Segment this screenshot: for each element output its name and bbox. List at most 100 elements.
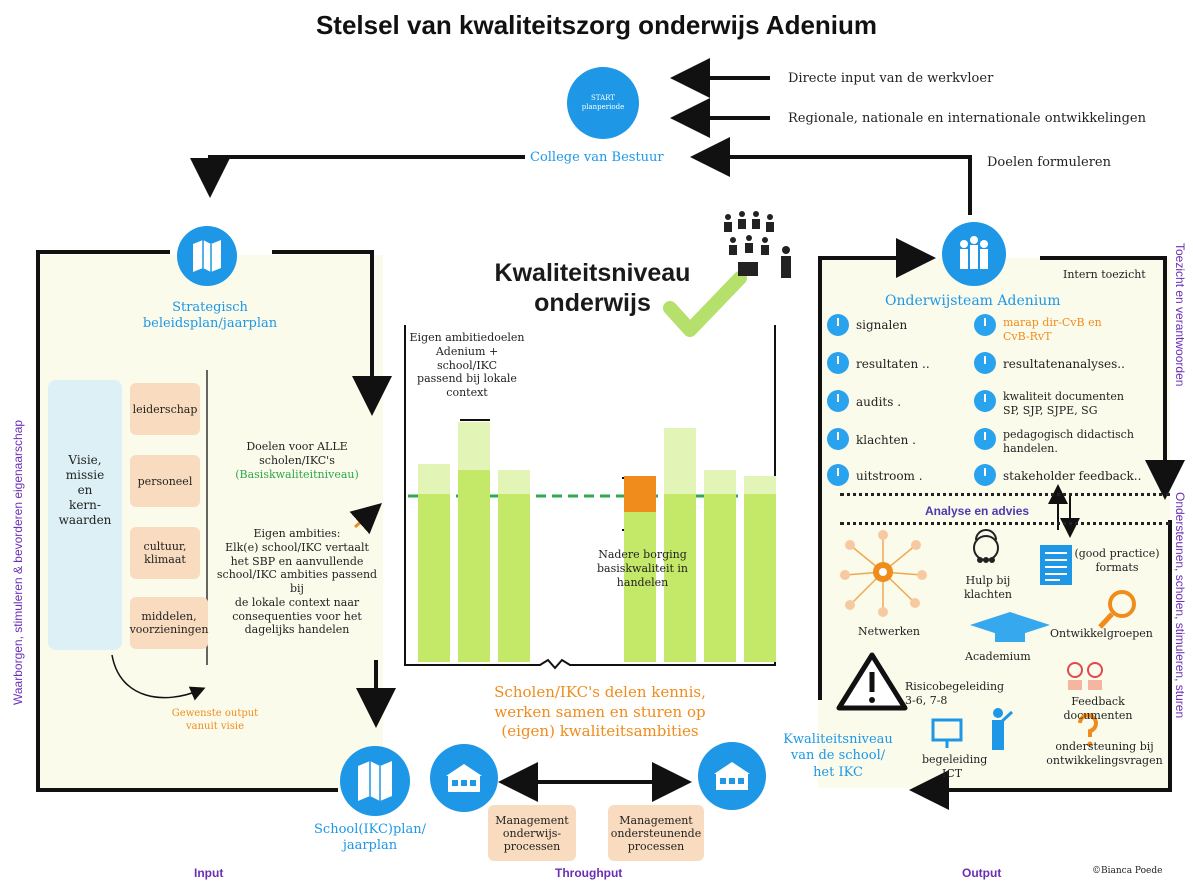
ict-line: begeleiding	[922, 753, 988, 766]
management-onderwijsprocessen: Management onderwijs- processen	[488, 805, 576, 861]
netwerken-label: Netwerken	[858, 625, 920, 638]
school-building-icon	[430, 744, 498, 812]
feedback-line: documenten	[1063, 708, 1133, 722]
management2-line: Management	[619, 813, 693, 827]
diagram-title: Stelsel van kwaliteitszorg onderwijs Ade…	[315, 10, 878, 40]
management2-line: processen	[627, 839, 685, 853]
delen-kennis: Scholen/IKC's delen kennis, werken samen…	[430, 683, 770, 742]
bar-extra	[418, 464, 450, 494]
signal-icon	[974, 390, 996, 412]
bar-ambition-marker	[624, 476, 656, 512]
pillar-personeel: personeel	[130, 455, 200, 507]
visie-box	[48, 380, 122, 650]
pillar-cultuur: cultuur, klimaat	[130, 527, 200, 579]
signal-item: signalen	[856, 318, 908, 332]
delen-kennis-line: werken samen en sturen op	[494, 702, 706, 721]
visie-line5: waarden	[58, 513, 112, 527]
eigen-ambities-line: de lokale context naar	[234, 595, 360, 609]
delen-kennis-line: Scholen/IKC's delen kennis,	[494, 683, 706, 701]
formats-label: (good practice) formats	[1072, 547, 1162, 575]
strategisch-label: Strategisch beleidsplan/jaarplan	[125, 300, 295, 333]
nadere-borging: Nadere borging basiskwaliteit in handele…	[580, 548, 705, 589]
bar-extra	[704, 470, 736, 494]
school-plan-label: School(IKC)plan/ jaarplan	[300, 822, 440, 855]
kwaliteitsniveau-school-line: het IKC	[813, 764, 863, 780]
risico-line: Risicobegeleiding	[905, 680, 1005, 693]
school-plan-line1: School(IKC)plan/	[314, 822, 426, 837]
ondersteuning-line: ontwikkelingsvragen	[1046, 753, 1163, 767]
bar-extra	[744, 476, 776, 494]
chart-note-line: Adenium +	[435, 344, 499, 358]
signal-icon	[974, 464, 996, 486]
doelen-alle-line3: (Basiskwaliteitniveau)	[235, 467, 359, 481]
signal-item: pedagogisch didactisch handelen.	[1003, 428, 1134, 455]
doelen-formuleren: Doelen formuleren	[987, 155, 1111, 170]
bar	[664, 494, 696, 662]
signal-icon	[974, 314, 996, 336]
eigen-ambities-line: Elk(e) school/IKC vertaalt	[225, 540, 369, 554]
input-werkvloer: Directe input van de werkvloer	[788, 71, 994, 86]
eigen-ambities-line: dagelijks handelen	[244, 623, 350, 637]
signal-icon	[974, 428, 996, 450]
visie-line1: Visie,	[68, 453, 102, 467]
signal-icon	[827, 390, 849, 412]
eigen-ambities-line: school/IKC ambities passend	[216, 568, 378, 582]
feedback-label: Feedback documenten	[1058, 695, 1138, 723]
visie-line2: missie	[65, 468, 105, 482]
strategisch-line1: Strategisch	[172, 300, 248, 315]
label-output: Output	[962, 866, 1002, 880]
visie-line3: en	[77, 483, 93, 497]
eigen-ambities-line: het SBP en aanvullende	[230, 554, 364, 568]
kwaliteitsniveau-school-line: van de school/	[790, 748, 886, 764]
chart-note-line: context	[446, 386, 488, 399]
eigen-ambities-line: consequenties voor het	[232, 609, 362, 623]
visie-text: Visie, missie en kern- waarden	[48, 453, 122, 528]
ondersteuning-label: ondersteuning bij ontwikkelingsvragen	[1042, 740, 1167, 768]
management1-line: processen	[503, 839, 561, 853]
credit: ©Bianca Poede	[1092, 866, 1163, 876]
start-sublabel: planperiode	[581, 103, 625, 111]
bar-extra	[664, 428, 696, 494]
eigen-ambities-title: Eigen ambities:	[253, 527, 341, 540]
school-plan-line2: jaarplan	[342, 838, 398, 854]
signal-icon	[827, 464, 849, 486]
dotted-separator-bottom	[840, 522, 1170, 525]
bar	[418, 494, 450, 662]
risico-line: 3-6, 7-8	[905, 693, 948, 707]
delen-kennis-line: (eigen) kwaliteitsambities	[501, 722, 699, 740]
right-vertical-ondersteunen: Ondersteunen, scholen, stimuleren, sture…	[1173, 492, 1187, 719]
bar-extra	[498, 470, 530, 494]
start-label: START	[591, 94, 615, 103]
bar	[498, 494, 530, 662]
visie-line4: kern-	[69, 498, 101, 512]
college-van-bestuur: College van Bestuur	[530, 150, 664, 165]
kwaliteitsniveau-heading: Kwaliteitsniveau onderwijs	[480, 258, 705, 318]
hulp-line: klachten	[963, 587, 1012, 601]
bar	[458, 470, 490, 662]
gewenste-output-line1: Gewenste output	[171, 708, 259, 719]
formats-line: (good practice)	[1074, 547, 1160, 560]
signal-item: uitstroom .	[856, 469, 923, 483]
signal-icon	[827, 314, 849, 336]
team-icon	[942, 222, 1006, 286]
signal-item: stakeholder feedback..	[1003, 469, 1142, 483]
intern-toezicht: Intern toezicht	[1063, 268, 1146, 281]
ict-line: ICT	[941, 766, 963, 780]
signal-icon	[827, 352, 849, 374]
gewenste-output: Gewenste output vanuit visie	[160, 708, 270, 733]
pillar-leiderschap: leiderschap	[130, 383, 200, 435]
formats-line: formats	[1095, 560, 1139, 574]
ondersteuning-line: ondersteuning bij	[1055, 740, 1154, 753]
signal-item: audits .	[856, 395, 902, 409]
chart-note: Eigen ambitiedoelen Adenium + school/IKC…	[407, 331, 527, 400]
bar-extra	[458, 422, 490, 470]
start-circle[interactable]: START planperiode	[567, 67, 639, 139]
left-vertical-label: Waarborgen, stimuleren & bevorderen eige…	[11, 419, 25, 705]
signal-icon	[974, 352, 996, 374]
doelen-alle: Doelen voor ALLE scholen/IKC's (Basiskwa…	[222, 440, 372, 481]
label-input: Input	[194, 866, 224, 880]
ontwikkelgroepen-label: Ontwikkelgroepen	[1050, 627, 1153, 640]
nadere-borging-line: Nadere borging	[598, 548, 687, 561]
signal-icon	[827, 428, 849, 450]
ict-label: begeleiding ICT	[922, 753, 988, 781]
